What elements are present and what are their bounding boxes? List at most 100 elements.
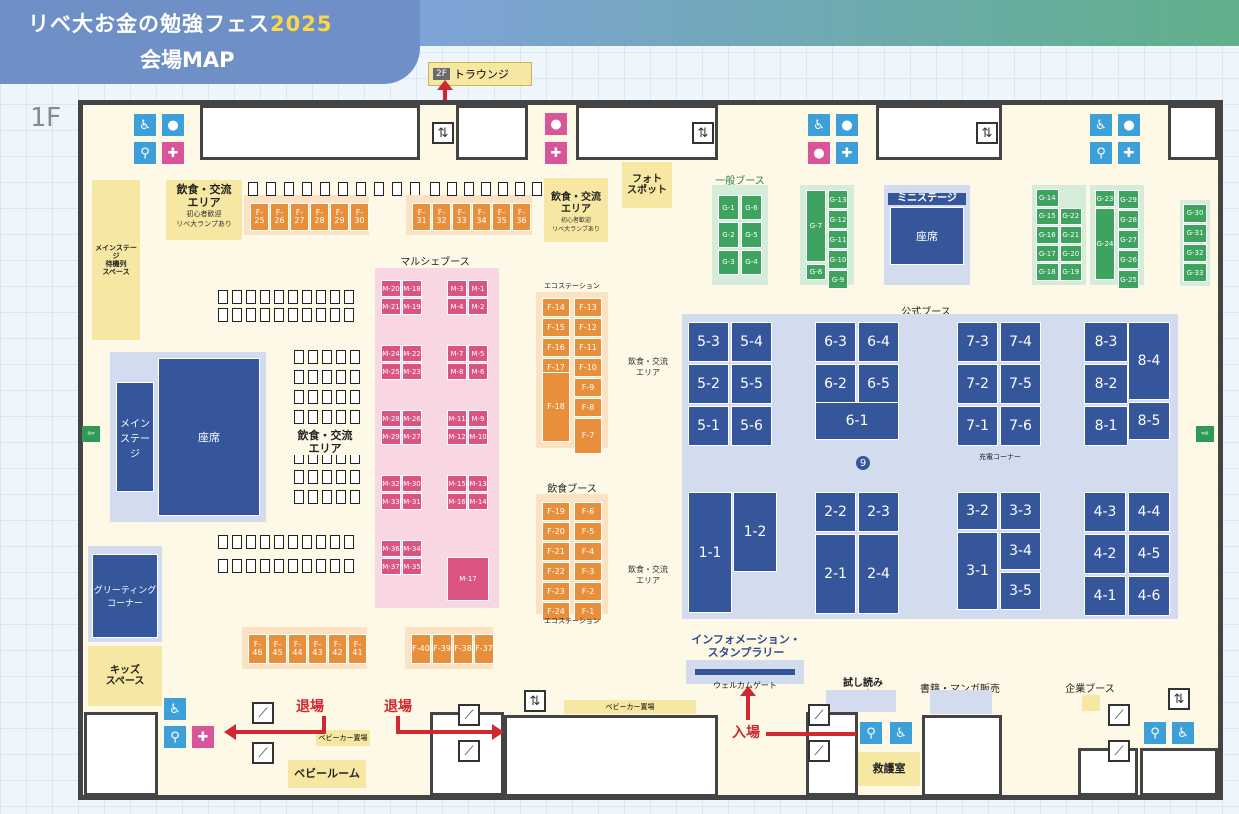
booth-m-26[interactable]: M-26: [402, 410, 422, 427]
booth-3-2[interactable]: 3-2: [957, 492, 998, 530]
booth-6-1[interactable]: 6-1: [815, 402, 899, 440]
booth-2-1[interactable]: 2-1: [815, 534, 856, 614]
booth-5-4[interactable]: 5-4: [731, 322, 772, 362]
booth-f-20[interactable]: F-20: [542, 522, 570, 541]
booth-f-43[interactable]: F-43: [308, 634, 327, 664]
booth-f-4[interactable]: F-4: [574, 542, 602, 561]
booth-6-3[interactable]: 6-3: [815, 322, 856, 362]
booth-7-2[interactable]: 7-2: [957, 364, 998, 404]
booth-g-4[interactable]: G-4: [741, 249, 762, 275]
booth-g-15[interactable]: G-15: [1036, 207, 1059, 226]
booth-g-25[interactable]: G-25: [1118, 270, 1139, 289]
booth-f-6[interactable]: F-6: [574, 502, 602, 521]
booth-m-17[interactable]: M-17: [447, 557, 489, 601]
booth-m-25[interactable]: M-25: [381, 363, 401, 380]
booth-6-5[interactable]: 6-5: [858, 364, 899, 404]
booth-g-22[interactable]: G-22: [1059, 207, 1082, 226]
booth-m-20[interactable]: M-20: [381, 280, 401, 297]
booth-f-8[interactable]: F-8: [574, 398, 602, 417]
booth-5-6[interactable]: 5-6: [731, 406, 772, 446]
booth-f-32[interactable]: F-32: [432, 203, 451, 231]
booth-f-12[interactable]: F-12: [574, 318, 602, 337]
booth-g-11[interactable]: G-11: [828, 230, 848, 249]
booth-f-44[interactable]: F-44: [288, 634, 307, 664]
booth-3-3[interactable]: 3-3: [1000, 492, 1041, 530]
booth-m-16[interactable]: M-16: [447, 493, 467, 510]
booth-f-36[interactable]: F-36: [512, 203, 531, 231]
booth-f-25[interactable]: F-25: [250, 203, 269, 231]
booth-5-5[interactable]: 5-5: [731, 364, 772, 404]
booth-5-1[interactable]: 5-1: [688, 406, 729, 446]
booth-m-8[interactable]: M-8: [447, 363, 467, 380]
booth-f-39[interactable]: F-39: [432, 634, 452, 664]
booth-5-3[interactable]: 5-3: [688, 322, 729, 362]
booth-8-5[interactable]: 8-5: [1128, 402, 1170, 440]
booth-2-2[interactable]: 2-2: [815, 492, 856, 532]
booth-m-5[interactable]: M-5: [468, 345, 488, 362]
booth-8-3[interactable]: 8-3: [1084, 322, 1128, 362]
booth-f-13[interactable]: F-13: [574, 298, 602, 317]
elevator-icon[interactable]: ⇅: [432, 122, 454, 144]
stairs-icon-4[interactable]: ⟋: [1108, 740, 1130, 762]
booth-g-32[interactable]: G-32: [1183, 243, 1207, 263]
booth-m-27[interactable]: M-27: [402, 428, 422, 445]
booth-5-2[interactable]: 5-2: [688, 364, 729, 404]
booth-m-2[interactable]: M-2: [468, 298, 488, 315]
booth-f-31[interactable]: F-31: [412, 203, 431, 231]
escalator-icon-4[interactable]: ⟋: [1108, 704, 1130, 726]
booth-g-16[interactable]: G-16: [1036, 226, 1059, 244]
booth-3-4[interactable]: 3-4: [1000, 532, 1041, 570]
booth-f-16[interactable]: F-16: [542, 338, 570, 357]
booth-f-41[interactable]: F-41: [348, 634, 367, 664]
booth-g-1[interactable]: G-1: [718, 195, 739, 221]
booth-f-27[interactable]: F-27: [290, 203, 309, 231]
booth-g-26[interactable]: G-26: [1118, 250, 1139, 269]
booth-m-34[interactable]: M-34: [402, 540, 422, 557]
booth-m-33[interactable]: M-33: [381, 493, 401, 510]
escalator-icon-2[interactable]: ⟋: [458, 704, 480, 726]
booth-g-18[interactable]: G-18: [1036, 263, 1059, 281]
booth-2-4[interactable]: 2-4: [858, 534, 899, 614]
booth-8-4[interactable]: 8-4: [1128, 322, 1170, 400]
booth-g-7[interactable]: G-7: [806, 190, 826, 262]
booth-g-19[interactable]: G-19: [1059, 263, 1082, 281]
elevator-icon-4[interactable]: ⇅: [524, 690, 546, 712]
booth-f-3[interactable]: F-3: [574, 562, 602, 581]
booth-f-29[interactable]: F-29: [330, 203, 349, 231]
booth-g-13[interactable]: G-13: [828, 190, 848, 209]
booth-g-24[interactable]: G-24: [1095, 208, 1115, 280]
booth-m-11[interactable]: M-11: [447, 410, 467, 427]
booth-m-36[interactable]: M-36: [381, 540, 401, 557]
booth-m-29[interactable]: M-29: [381, 428, 401, 445]
booth-6-4[interactable]: 6-4: [858, 322, 899, 362]
booth-1-2[interactable]: 1-2: [733, 492, 777, 572]
booth-g-21[interactable]: G-21: [1059, 226, 1082, 244]
booth-f-38[interactable]: F-38: [453, 634, 473, 664]
booth-f-46[interactable]: F-46: [248, 634, 267, 664]
booth-g-9[interactable]: G-9: [828, 270, 848, 289]
booth-f-19[interactable]: F-19: [542, 502, 570, 521]
elevator-icon-2[interactable]: ⇅: [692, 122, 714, 144]
booth-g-2[interactable]: G-2: [718, 222, 739, 248]
booth-m-13[interactable]: M-13: [468, 475, 488, 492]
booth-m-7[interactable]: M-7: [447, 345, 467, 362]
booth-m-9[interactable]: M-9: [468, 410, 488, 427]
booth-f-2[interactable]: F-2: [574, 582, 602, 601]
elevator-icon-3[interactable]: ⇅: [976, 122, 998, 144]
booth-4-3[interactable]: 4-3: [1084, 492, 1126, 532]
escalator-icon[interactable]: ⟋: [252, 702, 274, 724]
booth-f-40[interactable]: F-40: [411, 634, 431, 664]
booth-f-34[interactable]: F-34: [472, 203, 491, 231]
booth-f-7[interactable]: F-7: [574, 418, 602, 454]
booth-m-24[interactable]: M-24: [381, 345, 401, 362]
booth-f-9[interactable]: F-9: [574, 378, 602, 397]
booth-f-33[interactable]: F-33: [452, 203, 471, 231]
booth-7-6[interactable]: 7-6: [1000, 406, 1041, 446]
booth-f-37[interactable]: F-37: [474, 634, 494, 664]
booth-g-23[interactable]: G-23: [1095, 190, 1115, 207]
booth-f-18[interactable]: F-18: [542, 372, 570, 442]
booth-f-5[interactable]: F-5: [574, 522, 602, 541]
booth-4-1[interactable]: 4-1: [1084, 576, 1126, 616]
booth-g-29[interactable]: G-29: [1118, 190, 1139, 209]
booth-g-27[interactable]: G-27: [1118, 230, 1139, 249]
